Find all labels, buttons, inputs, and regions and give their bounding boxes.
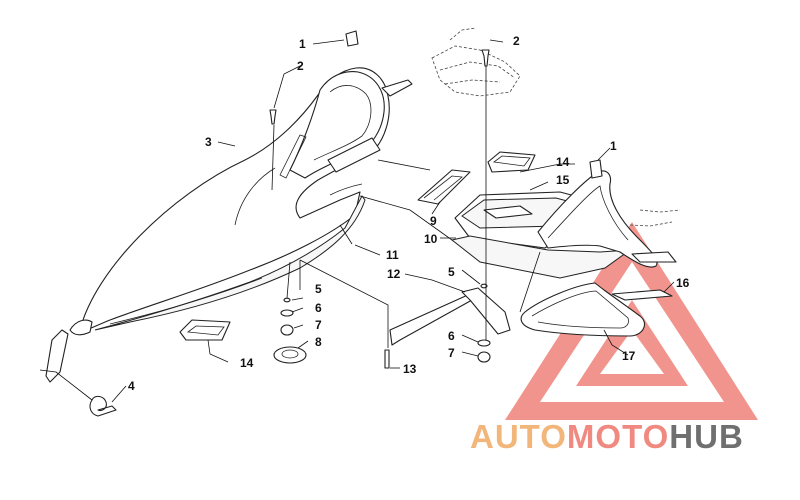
hitch-pin-4 bbox=[89, 395, 117, 417]
washer-5a bbox=[283, 297, 291, 303]
callout-7-left: 7 bbox=[315, 318, 322, 332]
pad-14-upper bbox=[487, 151, 536, 173]
callout-5-right: 5 bbox=[448, 265, 455, 279]
leader-lines bbox=[39, 39, 675, 403]
hood-side-line bbox=[234, 167, 276, 226]
watermark-logo bbox=[505, 222, 758, 420]
hood-trim bbox=[329, 183, 363, 196]
washer-5b bbox=[480, 283, 488, 289]
storage-tray bbox=[450, 170, 658, 279]
callout-11: 11 bbox=[386, 248, 399, 262]
watermark-text: AUTOMOTOHUB bbox=[470, 418, 744, 455]
pin-13 bbox=[384, 349, 390, 369]
pad-1-top bbox=[345, 30, 359, 47]
callout-15: 15 bbox=[556, 173, 570, 187]
callout-12: 12 bbox=[387, 267, 401, 281]
pad-1-right bbox=[589, 159, 603, 179]
tray-pad bbox=[483, 205, 533, 219]
callout-6-left: 6 bbox=[315, 301, 322, 315]
callout-2-left: 2 bbox=[297, 59, 304, 73]
callout-5-left: 5 bbox=[315, 282, 322, 296]
washer-6a bbox=[280, 309, 294, 317]
callout-1-top: 1 bbox=[299, 37, 306, 51]
watermark-triangle-outer bbox=[505, 222, 758, 420]
svg-text:AUTOMOTOHUB: AUTOMOTOHUB bbox=[470, 418, 744, 455]
rear-frame-inner bbox=[547, 185, 629, 241]
callout-6-right: 6 bbox=[448, 329, 455, 343]
pad-14-lower bbox=[179, 319, 231, 341]
washer-6b bbox=[477, 339, 491, 347]
seal-ring-9 bbox=[417, 169, 471, 205]
hood-cowl-inner bbox=[313, 85, 372, 161]
hood-assembly bbox=[69, 67, 413, 336]
belt-upper bbox=[631, 251, 677, 263]
nut-7b bbox=[477, 351, 491, 363]
callout-1-right: 1 bbox=[610, 139, 617, 153]
hood-vent bbox=[279, 134, 307, 179]
callout-13: 13 bbox=[403, 362, 417, 376]
strip-16 bbox=[611, 289, 673, 301]
watermark-hub: HUB bbox=[669, 418, 744, 455]
nut-7a bbox=[280, 324, 294, 336]
belt-17 bbox=[520, 282, 645, 337]
callout-8: 8 bbox=[315, 335, 322, 349]
screw-2-right bbox=[481, 49, 490, 67]
callout-10: 10 bbox=[424, 232, 438, 246]
callouts: 1 2 2 3 1 14 15 9 10 11 12 5 5 6 7 8 16 … bbox=[128, 34, 690, 393]
belts bbox=[417, 169, 677, 337]
latch-bracket bbox=[45, 329, 69, 383]
callout-3: 3 bbox=[205, 135, 212, 149]
frame-sketch bbox=[431, 27, 681, 227]
belly-pan-lower bbox=[109, 277, 263, 325]
callout-4: 4 bbox=[128, 379, 135, 393]
callout-14-lower: 14 bbox=[240, 356, 254, 370]
callout-17: 17 bbox=[622, 349, 636, 363]
watermark-moto: MOTO bbox=[567, 418, 669, 455]
callout-9: 9 bbox=[430, 214, 437, 228]
hood-window bbox=[327, 137, 381, 173]
callout-7-right: 7 bbox=[448, 346, 455, 360]
screw-2-left bbox=[269, 109, 277, 125]
hood-fin bbox=[381, 79, 413, 97]
hood-tip bbox=[69, 319, 93, 336]
grommet-8 bbox=[273, 346, 307, 364]
watermark-triangle-inner bbox=[576, 300, 688, 386]
small-parts bbox=[45, 30, 603, 417]
callout-14-upper: 14 bbox=[556, 155, 570, 169]
pads bbox=[179, 151, 536, 341]
watermark-auto: AUTO bbox=[470, 418, 567, 455]
callout-16: 16 bbox=[676, 276, 690, 290]
bracket-12 bbox=[389, 289, 479, 346]
callout-2-right: 2 bbox=[513, 34, 520, 48]
